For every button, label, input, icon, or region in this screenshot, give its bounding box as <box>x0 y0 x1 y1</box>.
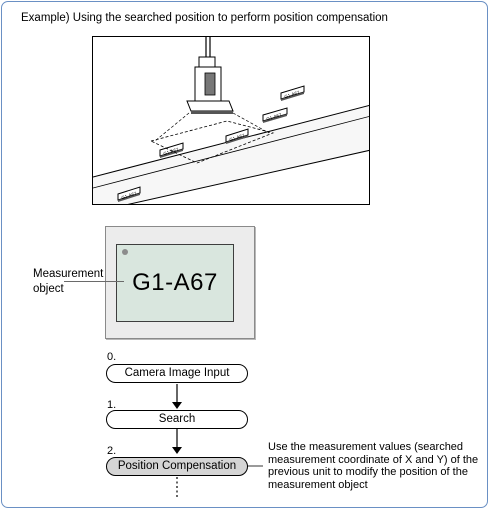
callout-leader-line <box>64 281 124 282</box>
conveyor-edge-inner <box>93 116 369 189</box>
monitor-led <box>122 249 128 255</box>
projection-line-left <box>154 112 190 142</box>
position-compensation-note: Use the measurement values (searched mea… <box>268 441 479 491</box>
example-title: Example) Using the searched position to … <box>21 12 388 24</box>
step-position-compensation: Position Compensation <box>106 457 248 476</box>
workpiece-3: G1-A67 <box>225 128 249 144</box>
conveyor-edge-bottom <box>127 149 369 204</box>
monitor-screen: G1-A67 <box>116 244 234 322</box>
monitor: G1-A67 <box>105 226 255 339</box>
camera-icon <box>186 56 234 114</box>
arrow-0-1-icon <box>172 402 182 409</box>
projection-line-right <box>232 112 270 134</box>
workpiece-label-3: G1-A67 <box>229 133 246 143</box>
step-camera-image-input: Camera Image Input <box>106 364 248 383</box>
step-2-number: 2. <box>107 445 117 457</box>
screen-label: G1-A67 <box>132 269 218 296</box>
step-1-number: 1. <box>107 399 117 411</box>
workpiece-label-1: G1-A67 <box>121 191 138 201</box>
workpiece-label-2: G1-A67 <box>163 147 180 157</box>
measurement-object-label: Measurement object <box>33 268 104 295</box>
workpiece-1: G1-A67 <box>117 186 141 202</box>
step-search: Search <box>106 410 248 429</box>
conveyor-scene: G1-A67 G1-A67 G1-A67 G1-A67 G1-A67 <box>93 37 369 204</box>
workpiece-label-4: G1-A67 <box>266 112 283 122</box>
field-of-view <box>149 120 275 164</box>
workpiece-2: G1-A67 <box>159 142 184 158</box>
camera-illustration: G1-A67 G1-A67 G1-A67 G1-A67 G1-A67 <box>92 36 370 205</box>
workpiece-5: G1-A67 <box>280 85 305 101</box>
step-0-number: 0. <box>107 351 117 363</box>
arrow-1-2-icon <box>172 447 182 454</box>
workpiece-4: G1-A67 <box>262 107 288 123</box>
workpiece-label-5: G1-A67 <box>284 90 301 100</box>
